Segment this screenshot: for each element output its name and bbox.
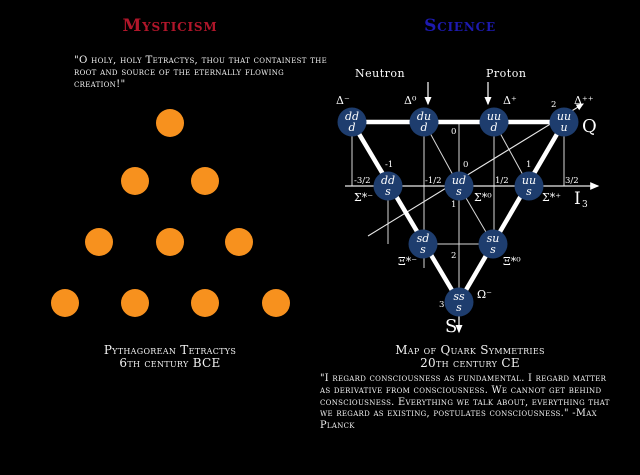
tetractys-dot: [225, 228, 253, 256]
i3-tick: -1/2: [425, 176, 442, 186]
tetractys-dot: [156, 228, 184, 256]
s-tick: 1: [451, 200, 456, 210]
node-sigma-plus: uu s: [514, 171, 544, 201]
q-tick: 2: [551, 100, 556, 110]
svg-text:s: s: [385, 185, 391, 198]
node-delta-minus: dd d: [337, 107, 367, 137]
proton-label: Proton: [486, 67, 526, 80]
quark-caption-date: 20th century CE: [420, 356, 520, 370]
svg-text:uu: uu: [557, 110, 571, 123]
tetractys-dot: [191, 289, 219, 317]
svg-text:s: s: [526, 185, 532, 198]
node-delta-plusplus: uu u: [549, 107, 579, 137]
label-delta-minus: Δ⁻: [336, 94, 350, 107]
node-sigma-zero: ud s: [444, 171, 474, 201]
particle-labels: Δ⁻ Δ⁰ Δ⁺ Δ⁺⁺ Σ*⁻ Σ*⁰ Σ*⁺ Ξ*⁻ Ξ*⁰ Ω⁻: [336, 94, 594, 301]
tetractys-caption-date: 6th century BCE: [119, 356, 221, 370]
svg-text:s: s: [490, 243, 496, 256]
i3-axis-subscript: 3: [582, 200, 588, 210]
quark-nodes: dd d du d uu d uu u dd s ud s: [337, 107, 579, 317]
svg-text:s: s: [456, 185, 462, 198]
tetractys-dot: [121, 289, 149, 317]
i3-axis-label: I: [574, 189, 581, 209]
tetractys-dot: [85, 228, 113, 256]
q-tick: 1: [526, 160, 531, 170]
tetractys-dot: [191, 167, 219, 195]
decuplet-triangle: [349, 119, 567, 305]
i3-tick: 1/2: [495, 176, 509, 186]
node-delta-plus: uu d: [479, 107, 509, 137]
label-delta-plus: Δ⁺: [503, 94, 517, 107]
label-sigma-minus: Σ*⁻: [354, 191, 373, 204]
i3-tick: -3/2: [354, 176, 371, 186]
svg-text:dd: dd: [381, 174, 395, 187]
svg-text:uu: uu: [522, 174, 536, 187]
label-xi-minus: Ξ*⁻: [398, 255, 417, 268]
label-xi-zero: Ξ*⁰: [503, 255, 521, 268]
label-omega-minus: Ω⁻: [477, 288, 492, 301]
label-sigma-zero: Σ*⁰: [474, 191, 492, 204]
s-tick: 0: [451, 127, 456, 137]
quark-grid-lines: [351, 121, 565, 302]
svg-text:d: d: [490, 121, 497, 134]
mysticism-title: Mysticism: [122, 16, 218, 36]
node-omega-minus: ss s: [444, 287, 474, 317]
tetractys-dot: [121, 167, 149, 195]
node-sigma-minus: dd s: [373, 171, 403, 201]
node-delta-zero: du d: [409, 107, 439, 137]
svg-text:du: du: [417, 110, 431, 123]
tick-labels: -3/2 -1/2 1/2 3/2 -1 0 1 2 0 1 2 3: [354, 100, 579, 310]
s-axis-label: S: [445, 316, 457, 337]
tetractys-dot: [51, 289, 79, 317]
tetractys: [51, 109, 290, 317]
svg-text:ud: ud: [452, 174, 466, 187]
svg-text:s: s: [456, 301, 462, 314]
quark-caption-title: Map of Quark Symmetries: [395, 343, 545, 357]
s-tick: 2: [451, 251, 456, 261]
svg-text:d: d: [348, 121, 355, 134]
tetractys-caption: Pythagorean Tetractys 6th century BCE: [40, 344, 300, 370]
label-delta-plusplus: Δ⁺⁺: [574, 94, 594, 107]
quark-caption: Map of Quark Symmetries 20th century CE: [330, 344, 610, 370]
tetractys-caption-title: Pythagorean Tetractys: [103, 343, 237, 357]
planck-quote: "I regard consciousness as fundamental. …: [320, 373, 610, 432]
q-axis-label: Q: [582, 116, 597, 137]
q-tick: 0: [463, 160, 468, 170]
label-sigma-plus: Σ*⁺: [542, 191, 561, 204]
svg-text:s: s: [420, 243, 426, 256]
svg-text:u: u: [560, 121, 567, 134]
svg-text:uu: uu: [487, 110, 501, 123]
node-xi-minus: sd s: [408, 229, 438, 259]
tetractys-quote: "O holy, holy Tetractys, thou that conta…: [74, 55, 327, 90]
tetractys-dot: [262, 289, 290, 317]
science-title: Science: [424, 16, 496, 36]
q-tick: -1: [385, 160, 393, 170]
neutron-label: Neutron: [355, 67, 405, 80]
svg-text:su: su: [487, 232, 500, 245]
i3-tick: 3/2: [565, 176, 579, 186]
svg-text:ss: ss: [453, 290, 465, 303]
label-delta-zero: Δ⁰: [404, 94, 417, 107]
svg-text:sd: sd: [417, 232, 430, 245]
node-xi-zero: su s: [478, 229, 508, 259]
tetractys-dot: [156, 109, 184, 137]
s-tick: 3: [439, 300, 444, 310]
svg-text:d: d: [420, 121, 427, 134]
svg-text:dd: dd: [345, 110, 359, 123]
q-axis: [367, 103, 584, 237]
